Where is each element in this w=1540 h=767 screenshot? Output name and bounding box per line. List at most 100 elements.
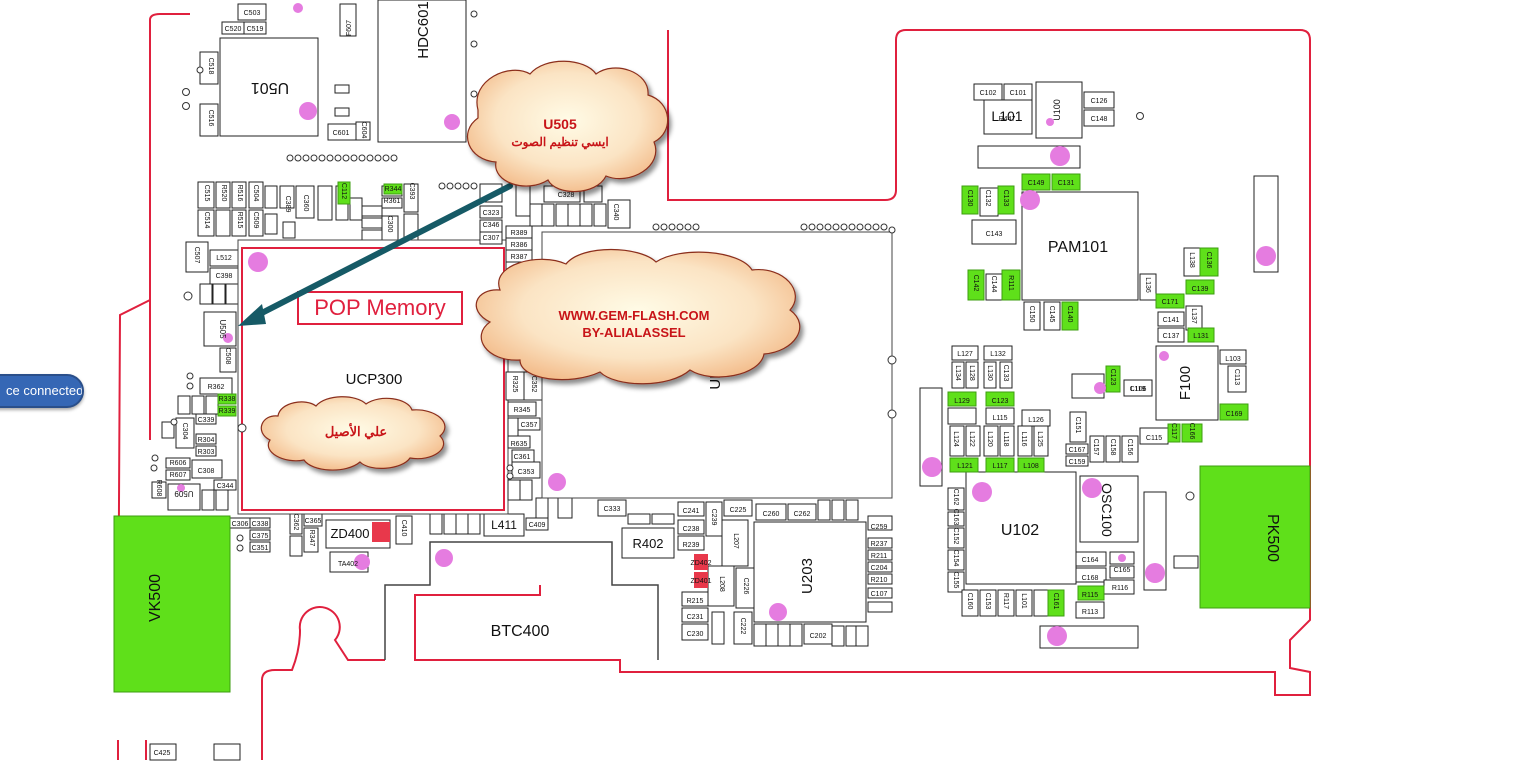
component-label-c169: C169 xyxy=(1226,411,1243,418)
component-label-c504: C504 xyxy=(252,185,259,202)
device-connected-pill[interactable]: ce connected xyxy=(0,374,84,408)
f100-label: F100 xyxy=(1177,366,1194,400)
component-label-l119: L119 xyxy=(1130,386,1145,393)
component-label-c162: C162 xyxy=(952,489,959,506)
component-label-l116: L116 xyxy=(1020,431,1027,446)
pk500-label: PK500 xyxy=(1264,514,1281,562)
component-label-r113: R113 xyxy=(1082,609,1098,616)
component-label-r111: R111 xyxy=(1007,275,1014,291)
component-label-l108: L108 xyxy=(1023,463,1039,470)
l101-label: L101 xyxy=(991,108,1022,124)
component-label-c113: C113 xyxy=(1233,369,1240,385)
component-label-c338: C338 xyxy=(252,521,269,528)
board-outline xyxy=(117,13,1311,760)
component-label-c241: C241 xyxy=(683,508,700,515)
component-label-c149: C149 xyxy=(1028,180,1045,187)
component-label-c161: C161 xyxy=(1052,593,1059,610)
u102-label: U102 xyxy=(1001,522,1039,539)
u509-label: U509 xyxy=(174,489,194,498)
component-label-c308: C308 xyxy=(198,468,215,475)
component-label-c304: C304 xyxy=(181,423,188,440)
component-label-r117: R117 xyxy=(1002,593,1009,609)
component-label-r515: R515 xyxy=(236,212,243,229)
component-label-c389: C389 xyxy=(284,196,291,213)
cloud-original xyxy=(260,396,446,471)
component-label-c230: C230 xyxy=(687,631,704,638)
component-label-ta402: TA402 xyxy=(338,561,358,568)
component-label-c515: C515 xyxy=(203,185,210,202)
component-label-c344: C344 xyxy=(217,483,234,490)
component-label-c507: C507 xyxy=(193,247,200,264)
zd400-label: ZD400 xyxy=(330,526,369,541)
component-outlines-3 xyxy=(597,499,893,647)
component-label-c154: C154 xyxy=(952,550,959,567)
component-label-c150: C150 xyxy=(1028,306,1035,323)
green-components xyxy=(113,173,1311,693)
component-label-c158: C158 xyxy=(1109,439,1116,456)
component-label-zd402: ZD402 xyxy=(690,560,711,567)
component-label-l208: L208 xyxy=(718,576,725,592)
component-label-c361: C361 xyxy=(514,454,531,461)
component-label-c107: C107 xyxy=(871,591,888,598)
component-label-c133: C133 xyxy=(1002,190,1009,207)
component-label-c202: C202 xyxy=(810,633,827,640)
component-label-r607: R607 xyxy=(170,472,187,479)
component-label-c260: C260 xyxy=(763,511,780,518)
component-label-c410: C410 xyxy=(400,520,407,537)
component-label-c123: C123 xyxy=(992,398,1009,405)
component-label-c166: C166 xyxy=(1188,423,1195,440)
u501-label: U501 xyxy=(251,79,289,96)
component-label-c360: C360 xyxy=(302,195,309,212)
component-label-r362: R362 xyxy=(208,384,225,391)
u203-label: U203 xyxy=(799,558,816,594)
u100-label: U100 xyxy=(1052,99,1062,121)
component-label-c259: C259 xyxy=(871,524,888,531)
component-label-l121: L121 xyxy=(957,463,973,470)
component-label-r386: R386 xyxy=(511,242,528,249)
component-label-c306: C306 xyxy=(232,521,249,528)
component-label-l117: L117 xyxy=(992,463,1007,470)
pad-row-top xyxy=(286,154,888,480)
component-label-c604: C604 xyxy=(360,122,367,139)
component-label-c112: C112 xyxy=(340,183,347,199)
u505-callout-subtitle: ايسي تنظيم الصوت xyxy=(511,135,608,150)
component-label-c226: C226 xyxy=(742,578,749,595)
zd402-marker xyxy=(694,554,708,570)
component-label-c151: C151 xyxy=(1074,417,1081,434)
component-label-r387: R387 xyxy=(511,254,528,261)
component-label-c357: C357 xyxy=(521,422,538,429)
pop-memory-outline xyxy=(241,247,505,511)
component-label-l130: L130 xyxy=(986,365,993,381)
component-label-l128: L128 xyxy=(968,365,975,381)
component-label-c520: C520 xyxy=(225,26,242,33)
component-label-c516: C516 xyxy=(207,110,214,127)
round-pads xyxy=(150,10,1195,552)
component-label-r211: R211 xyxy=(871,553,887,560)
component-label-l138: L138 xyxy=(1188,252,1195,268)
component-label-r237: R237 xyxy=(871,541,888,548)
component-label-c509: C509 xyxy=(252,212,259,229)
component-label-c133: C133 xyxy=(1002,365,1009,382)
component-label-r344: R344 xyxy=(385,186,402,193)
u505-chip-label: U505 xyxy=(218,319,227,339)
r402-label: R402 xyxy=(632,536,663,551)
l411-label: L411 xyxy=(491,518,517,532)
component-label-c398: C398 xyxy=(216,273,233,280)
component-label-l137: L137 xyxy=(1190,308,1197,324)
component-label-l136: L136 xyxy=(1144,277,1151,293)
component-label-c514: C514 xyxy=(203,212,210,229)
component-label-c168: C168 xyxy=(1082,575,1099,582)
component-label-c409: C409 xyxy=(529,522,546,529)
component-label-c222: C222 xyxy=(739,618,746,635)
component-label-c346: C346 xyxy=(483,222,500,229)
component-label-r345: R345 xyxy=(514,407,531,414)
component-label-l118: L118 xyxy=(1002,431,1009,446)
component-label-l126: L126 xyxy=(1028,417,1044,424)
component-label-c144: C144 xyxy=(990,276,997,293)
component-label-c153: C153 xyxy=(984,593,991,610)
original-callout: علي الأصيل xyxy=(325,423,387,440)
component-label-c148: C148 xyxy=(1091,116,1108,123)
component-label-l120: L120 xyxy=(986,431,993,447)
component-label-c351: C351 xyxy=(252,545,269,552)
